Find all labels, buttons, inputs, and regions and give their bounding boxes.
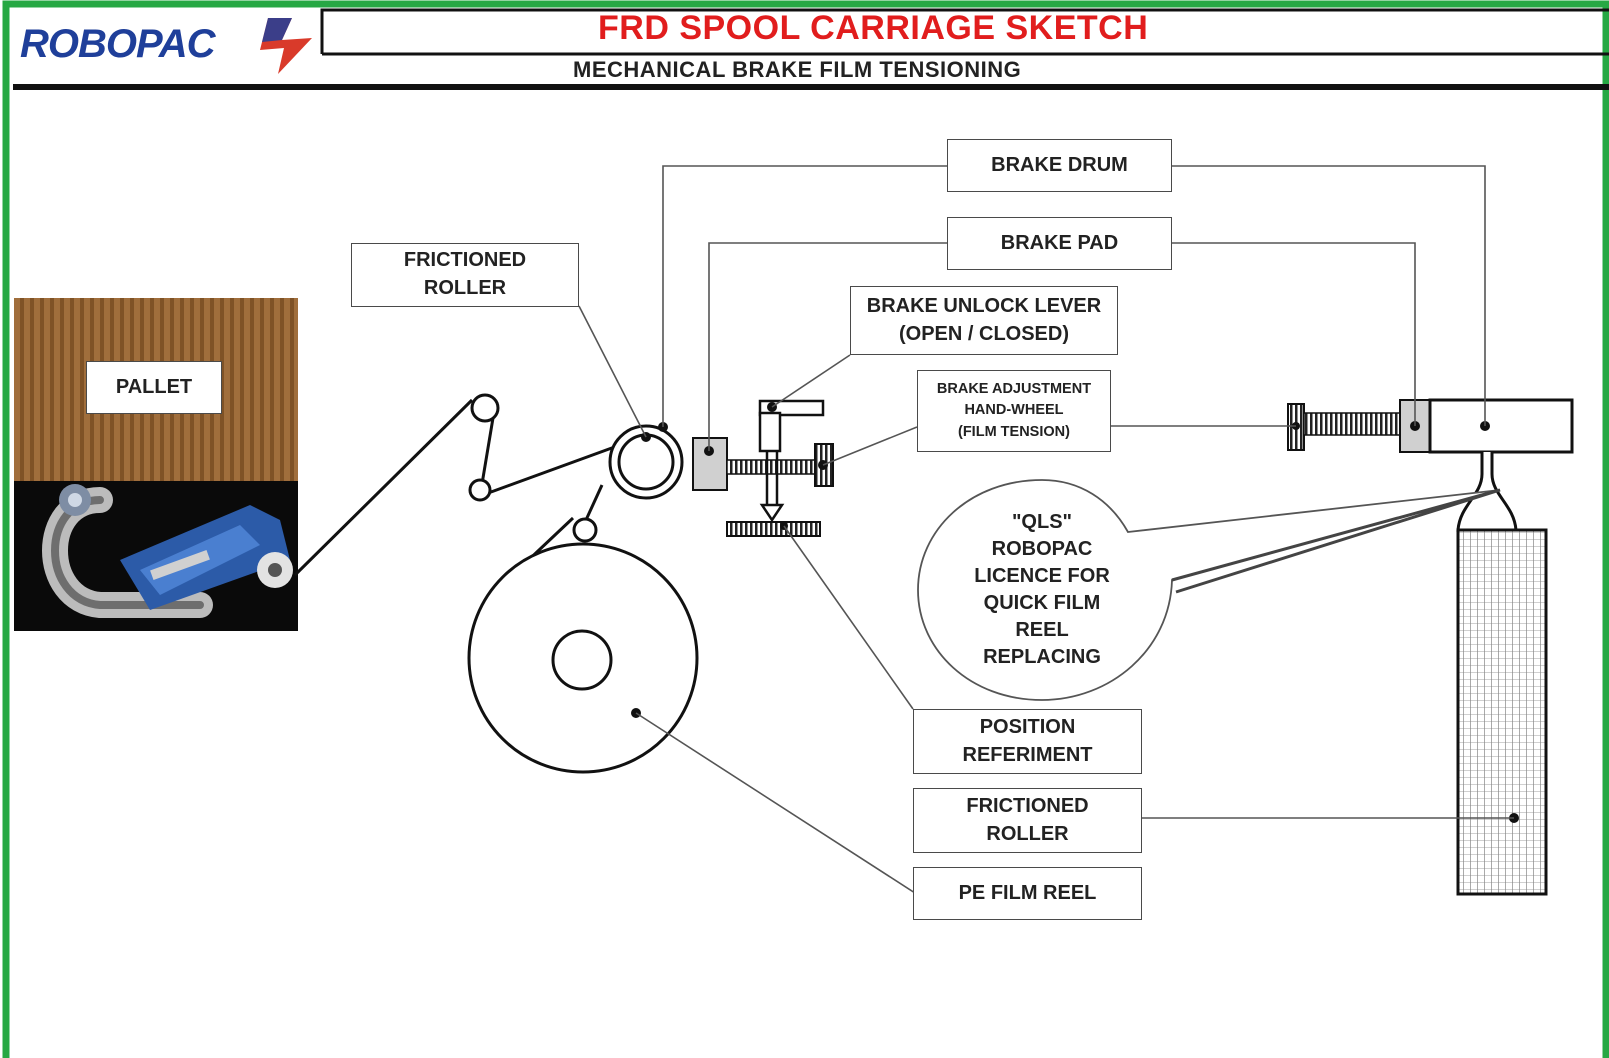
label-position-referiment: POSITION REFERIMENT <box>913 709 1142 774</box>
pe-film-reel-icon <box>467 542 699 774</box>
page-title: FRD SPOOL CARRIAGE SKETCH <box>598 9 1149 47</box>
turntable-machine-icon <box>14 481 298 631</box>
label-pe-film-reel: PE FILM REEL <box>913 867 1142 920</box>
brake-drum-icon <box>1428 398 1574 454</box>
label-brake-unlock-lever: BRAKE UNLOCK LEVER (OPEN / CLOSED) <box>850 286 1118 355</box>
frictioned-roller-icon <box>608 422 684 500</box>
robopac-logo: ROBOPAC <box>20 22 215 66</box>
header-rule <box>320 8 1609 56</box>
label-brake-adjustment-hand-wheel: BRAKE ADJUSTMENT HAND-WHEEL (FILM TENSIO… <box>917 370 1111 452</box>
brake-pad-icon <box>692 437 728 491</box>
label-pallet: PALLET <box>86 361 222 414</box>
qls-callout-bubble <box>917 479 1501 701</box>
label-brake-drum: BRAKE DRUM <box>947 139 1172 192</box>
brake-spring-icon <box>726 459 818 475</box>
leader-lines <box>578 165 1514 894</box>
right-spring-icon <box>1287 403 1401 451</box>
label-frictioned-roller-top: FRICTIONED ROLLER <box>351 243 579 307</box>
label-frictioned-roller-bottom: FRICTIONED ROLLER <box>913 788 1142 853</box>
logo-bolt-icon <box>260 18 312 74</box>
guide-roller-3-icon <box>572 517 598 543</box>
reel-spindle-icon <box>1456 452 1548 896</box>
label-brake-pad: BRAKE PAD <box>947 217 1172 270</box>
label-qls-licence: "QLS" ROBOPAC LICENCE FOR QUICK FILM REE… <box>974 511 1110 668</box>
guide-roller-1-icon <box>470 393 500 423</box>
page-subtitle: MECHANICAL BRAKE FILM TENSIONING <box>573 57 1022 82</box>
guide-roller-2-icon <box>468 478 492 502</box>
